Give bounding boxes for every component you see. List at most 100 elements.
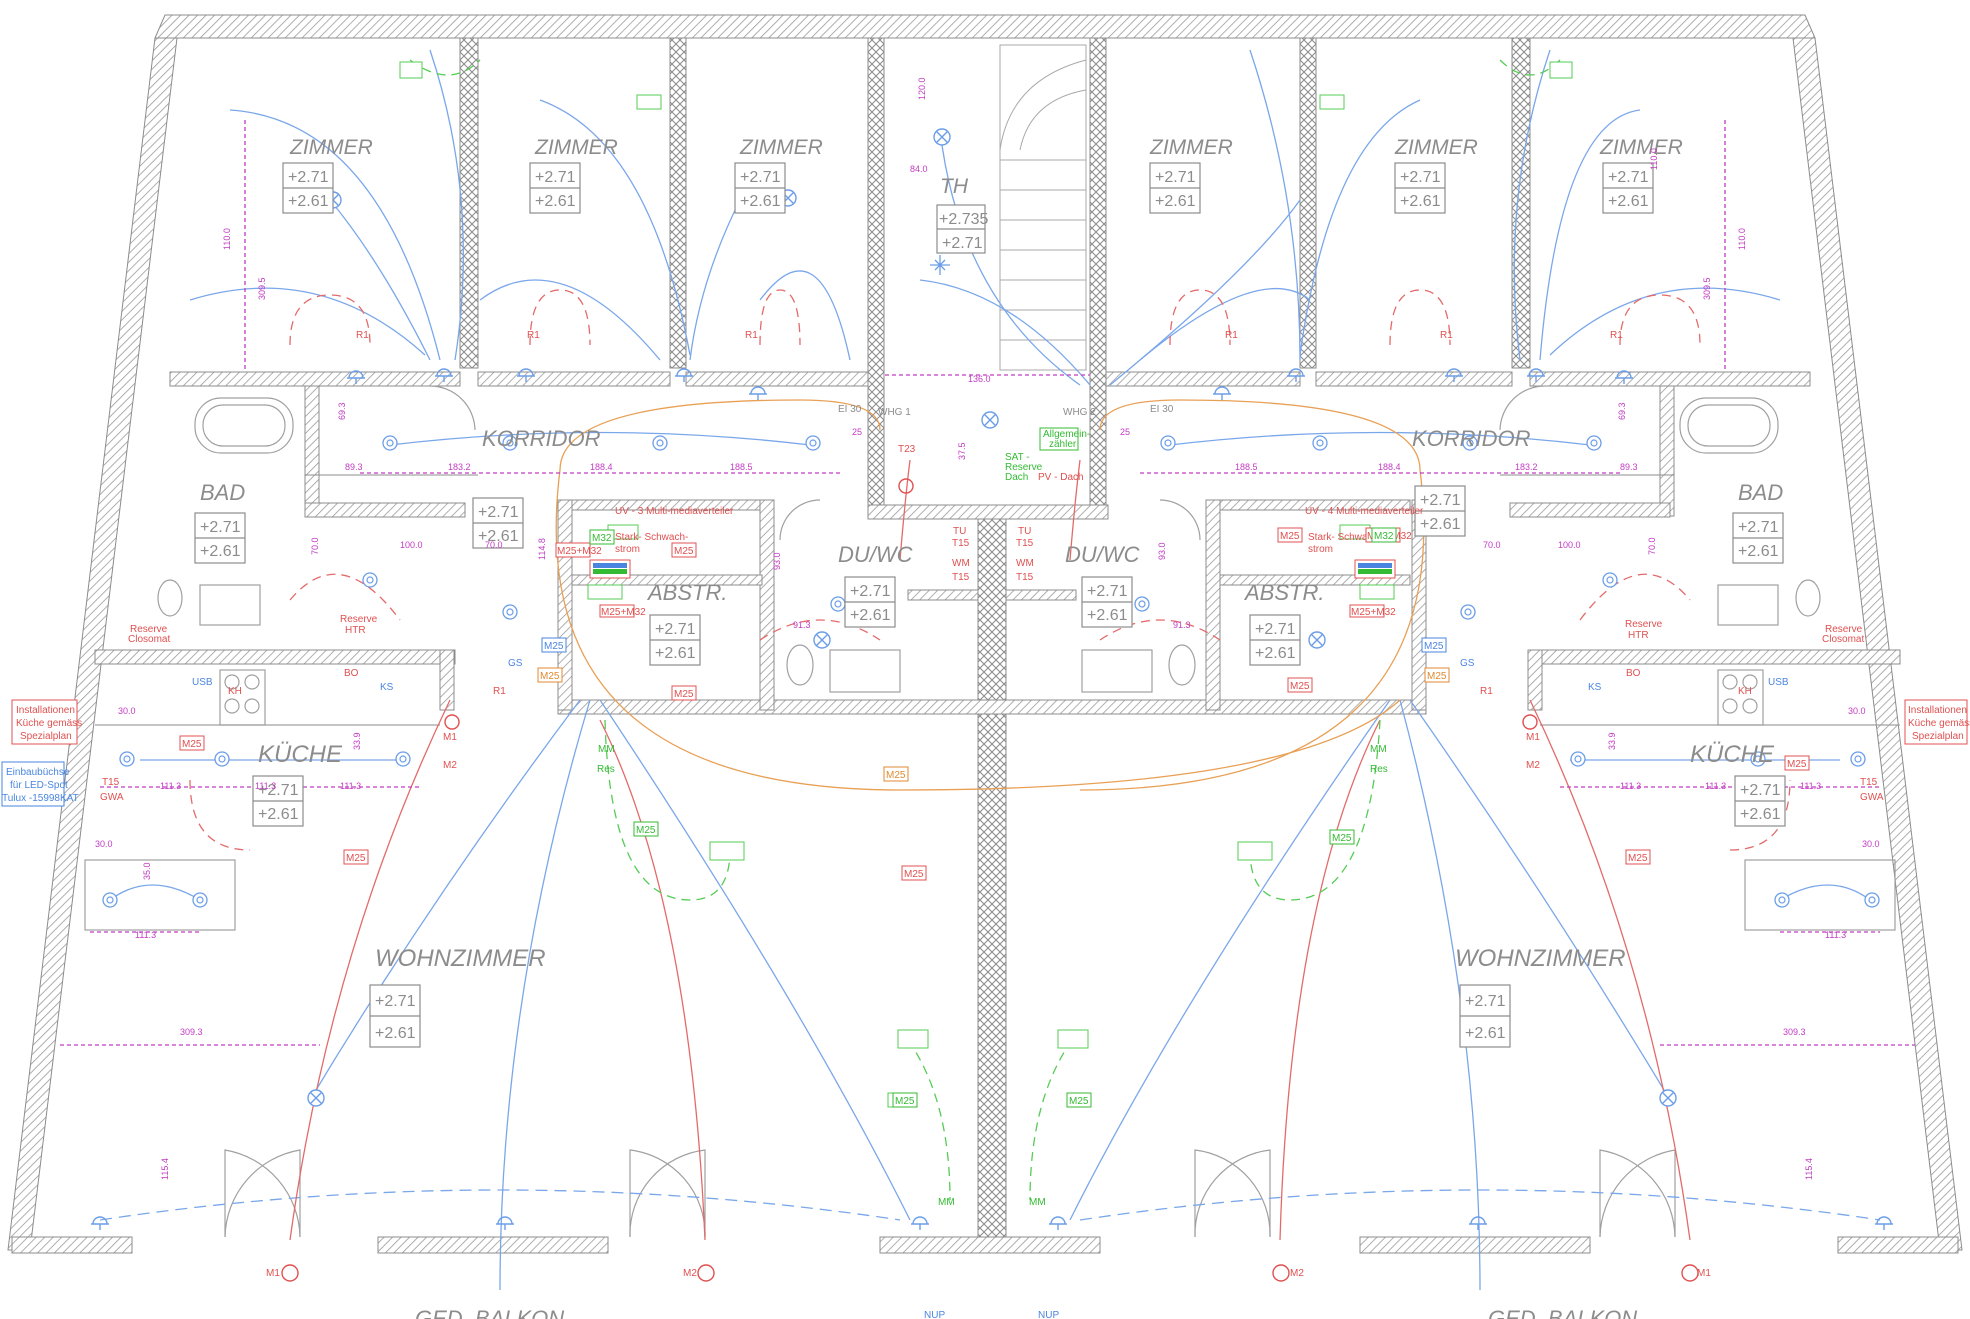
svg-text:Stark- Schwach-: Stark- Schwach- bbox=[615, 532, 688, 543]
svg-text:Spezialplan: Spezialplan bbox=[20, 731, 72, 742]
svg-text:35.0: 35.0 bbox=[142, 862, 152, 880]
svg-text:M25: M25 bbox=[1069, 1096, 1089, 1107]
svg-text:M2: M2 bbox=[443, 760, 457, 771]
svg-text:+2.61: +2.61 bbox=[1255, 645, 1296, 662]
svg-text:69.3: 69.3 bbox=[337, 402, 347, 420]
svg-text:R1: R1 bbox=[1480, 686, 1493, 697]
svg-text:84.0: 84.0 bbox=[910, 164, 928, 174]
svg-text:+2.71: +2.71 bbox=[200, 519, 241, 536]
uv3-label: UV - 3 Multi-mediaverteiler bbox=[615, 506, 734, 517]
svg-text:93.0: 93.0 bbox=[1157, 542, 1167, 560]
room-zimmer-6: ZIMMER bbox=[1599, 136, 1683, 159]
room-balkon-2: GED. BALKON bbox=[1488, 1306, 1637, 1319]
svg-text:70.0: 70.0 bbox=[1483, 540, 1501, 550]
svg-text:+2.735: +2.735 bbox=[939, 211, 988, 228]
svg-text:70.0: 70.0 bbox=[1647, 537, 1657, 555]
svg-text:70.0: 70.0 bbox=[310, 537, 320, 555]
svg-text:T15: T15 bbox=[1860, 777, 1878, 788]
svg-text:GWA: GWA bbox=[1860, 792, 1884, 803]
svg-text:114.8: 114.8 bbox=[537, 538, 547, 560]
svg-text:+2.61: +2.61 bbox=[288, 193, 329, 210]
svg-text:+2.61: +2.61 bbox=[850, 607, 891, 624]
svg-text:115.4: 115.4 bbox=[1804, 1158, 1814, 1180]
svg-text:+2.61: +2.61 bbox=[1155, 193, 1196, 210]
svg-text:309.3: 309.3 bbox=[1783, 1027, 1806, 1037]
svg-text:M1: M1 bbox=[443, 732, 457, 743]
svg-text:70.0: 70.0 bbox=[485, 540, 503, 550]
svg-text:110.0: 110.0 bbox=[222, 228, 232, 250]
svg-text:Reserve: Reserve bbox=[340, 614, 378, 625]
svg-text:M25: M25 bbox=[636, 825, 656, 836]
svg-text:KS: KS bbox=[380, 682, 394, 693]
room-zimmer-2: ZIMMER bbox=[534, 136, 618, 159]
svg-text:M25: M25 bbox=[1332, 833, 1352, 844]
unit-whg1: WHG 1 bbox=[878, 407, 911, 418]
svg-text:Stark- Schwach-: Stark- Schwach- bbox=[1308, 532, 1381, 543]
svg-text:30.0: 30.0 bbox=[95, 839, 113, 849]
svg-text:25: 25 bbox=[852, 427, 862, 437]
svg-text:für LED-Spot: für LED-Spot bbox=[10, 780, 68, 791]
walls bbox=[7, 14, 1963, 1254]
room-duwc-1: DU/WC bbox=[838, 542, 913, 567]
svg-text:+2.61: +2.61 bbox=[200, 543, 241, 560]
install-note-1: Installationen bbox=[16, 705, 75, 716]
svg-text:MM: MM bbox=[1029, 1197, 1046, 1208]
svg-text:+2.71: +2.71 bbox=[1420, 492, 1461, 509]
svg-text:M25: M25 bbox=[540, 671, 560, 682]
stair bbox=[999, 44, 1087, 371]
svg-text:+2.71: +2.71 bbox=[850, 583, 891, 600]
svg-text:30.0: 30.0 bbox=[118, 706, 136, 716]
svg-text:GS: GS bbox=[508, 658, 523, 669]
svg-text:+2.61: +2.61 bbox=[1738, 543, 1779, 560]
svg-text:M25: M25 bbox=[1787, 759, 1807, 770]
svg-text:100.0: 100.0 bbox=[400, 540, 423, 550]
distribution-boards bbox=[589, 559, 1396, 579]
svg-text:+2.71: +2.71 bbox=[655, 621, 696, 638]
svg-text:WM: WM bbox=[952, 558, 970, 569]
svg-text:PV - Dach: PV - Dach bbox=[1038, 472, 1084, 483]
svg-text:33.9: 33.9 bbox=[352, 732, 362, 750]
room-th: TH bbox=[940, 175, 969, 198]
svg-text:188.4: 188.4 bbox=[1378, 462, 1401, 472]
svg-text:M25: M25 bbox=[895, 1096, 915, 1107]
svg-text:+2.61: +2.61 bbox=[655, 645, 696, 662]
svg-text:Spezialplan: Spezialplan bbox=[1912, 731, 1964, 742]
dimension-labels: 136.0 89.3 183.2 188.4 188.5 188.5 188.4… bbox=[95, 77, 1880, 1180]
svg-text:M25: M25 bbox=[674, 689, 694, 700]
svg-text:BO: BO bbox=[1626, 668, 1641, 679]
svg-text:+2.71: +2.71 bbox=[1255, 621, 1296, 638]
room-zimmer-4: ZIMMER bbox=[1149, 136, 1233, 159]
svg-text:USB: USB bbox=[192, 677, 213, 688]
svg-text:Res: Res bbox=[1370, 764, 1388, 775]
annotations: UV - 3 Multi-mediaverteiler Stark- Schwa… bbox=[1, 330, 1970, 1319]
svg-text:KH: KH bbox=[228, 686, 242, 697]
svg-text:33.9: 33.9 bbox=[1607, 732, 1617, 750]
svg-text:M25+M32: M25+M32 bbox=[1351, 607, 1396, 618]
svg-text:+2.61: +2.61 bbox=[1740, 806, 1781, 823]
room-wohnzimmer-1: WOHNZIMMER bbox=[375, 945, 546, 972]
svg-text:188.4: 188.4 bbox=[590, 462, 613, 472]
svg-text:M1: M1 bbox=[1697, 1268, 1711, 1279]
svg-text:+2.71: +2.71 bbox=[1400, 169, 1441, 186]
svg-text:M25: M25 bbox=[1290, 681, 1310, 692]
svg-text:M25: M25 bbox=[1427, 671, 1447, 682]
svg-text:69.3: 69.3 bbox=[1617, 402, 1627, 420]
level-boxes bbox=[194, 162, 1786, 1048]
svg-text:309.3: 309.3 bbox=[180, 1027, 203, 1037]
svg-text:183.2: 183.2 bbox=[1515, 462, 1538, 472]
svg-text:R1: R1 bbox=[527, 330, 540, 341]
svg-text:+2.61: +2.61 bbox=[535, 193, 576, 210]
svg-text:Dach: Dach bbox=[1005, 472, 1028, 483]
room-zimmer-5: ZIMMER bbox=[1394, 136, 1478, 159]
unit-whg2: WHG 2 bbox=[1063, 407, 1096, 418]
svg-text:Reserve: Reserve bbox=[130, 624, 168, 635]
svg-text:89.3: 89.3 bbox=[345, 462, 363, 472]
svg-text:111.3: 111.3 bbox=[340, 781, 361, 791]
svg-text:Res: Res bbox=[597, 764, 615, 775]
svg-text:+2.61: +2.61 bbox=[1400, 193, 1441, 210]
svg-text:R1: R1 bbox=[1440, 330, 1453, 341]
svg-text:309.5: 309.5 bbox=[257, 277, 267, 300]
nup-2: NUP bbox=[1038, 1310, 1059, 1319]
svg-text:188.5: 188.5 bbox=[730, 462, 753, 472]
svg-text:91.3: 91.3 bbox=[793, 620, 811, 630]
